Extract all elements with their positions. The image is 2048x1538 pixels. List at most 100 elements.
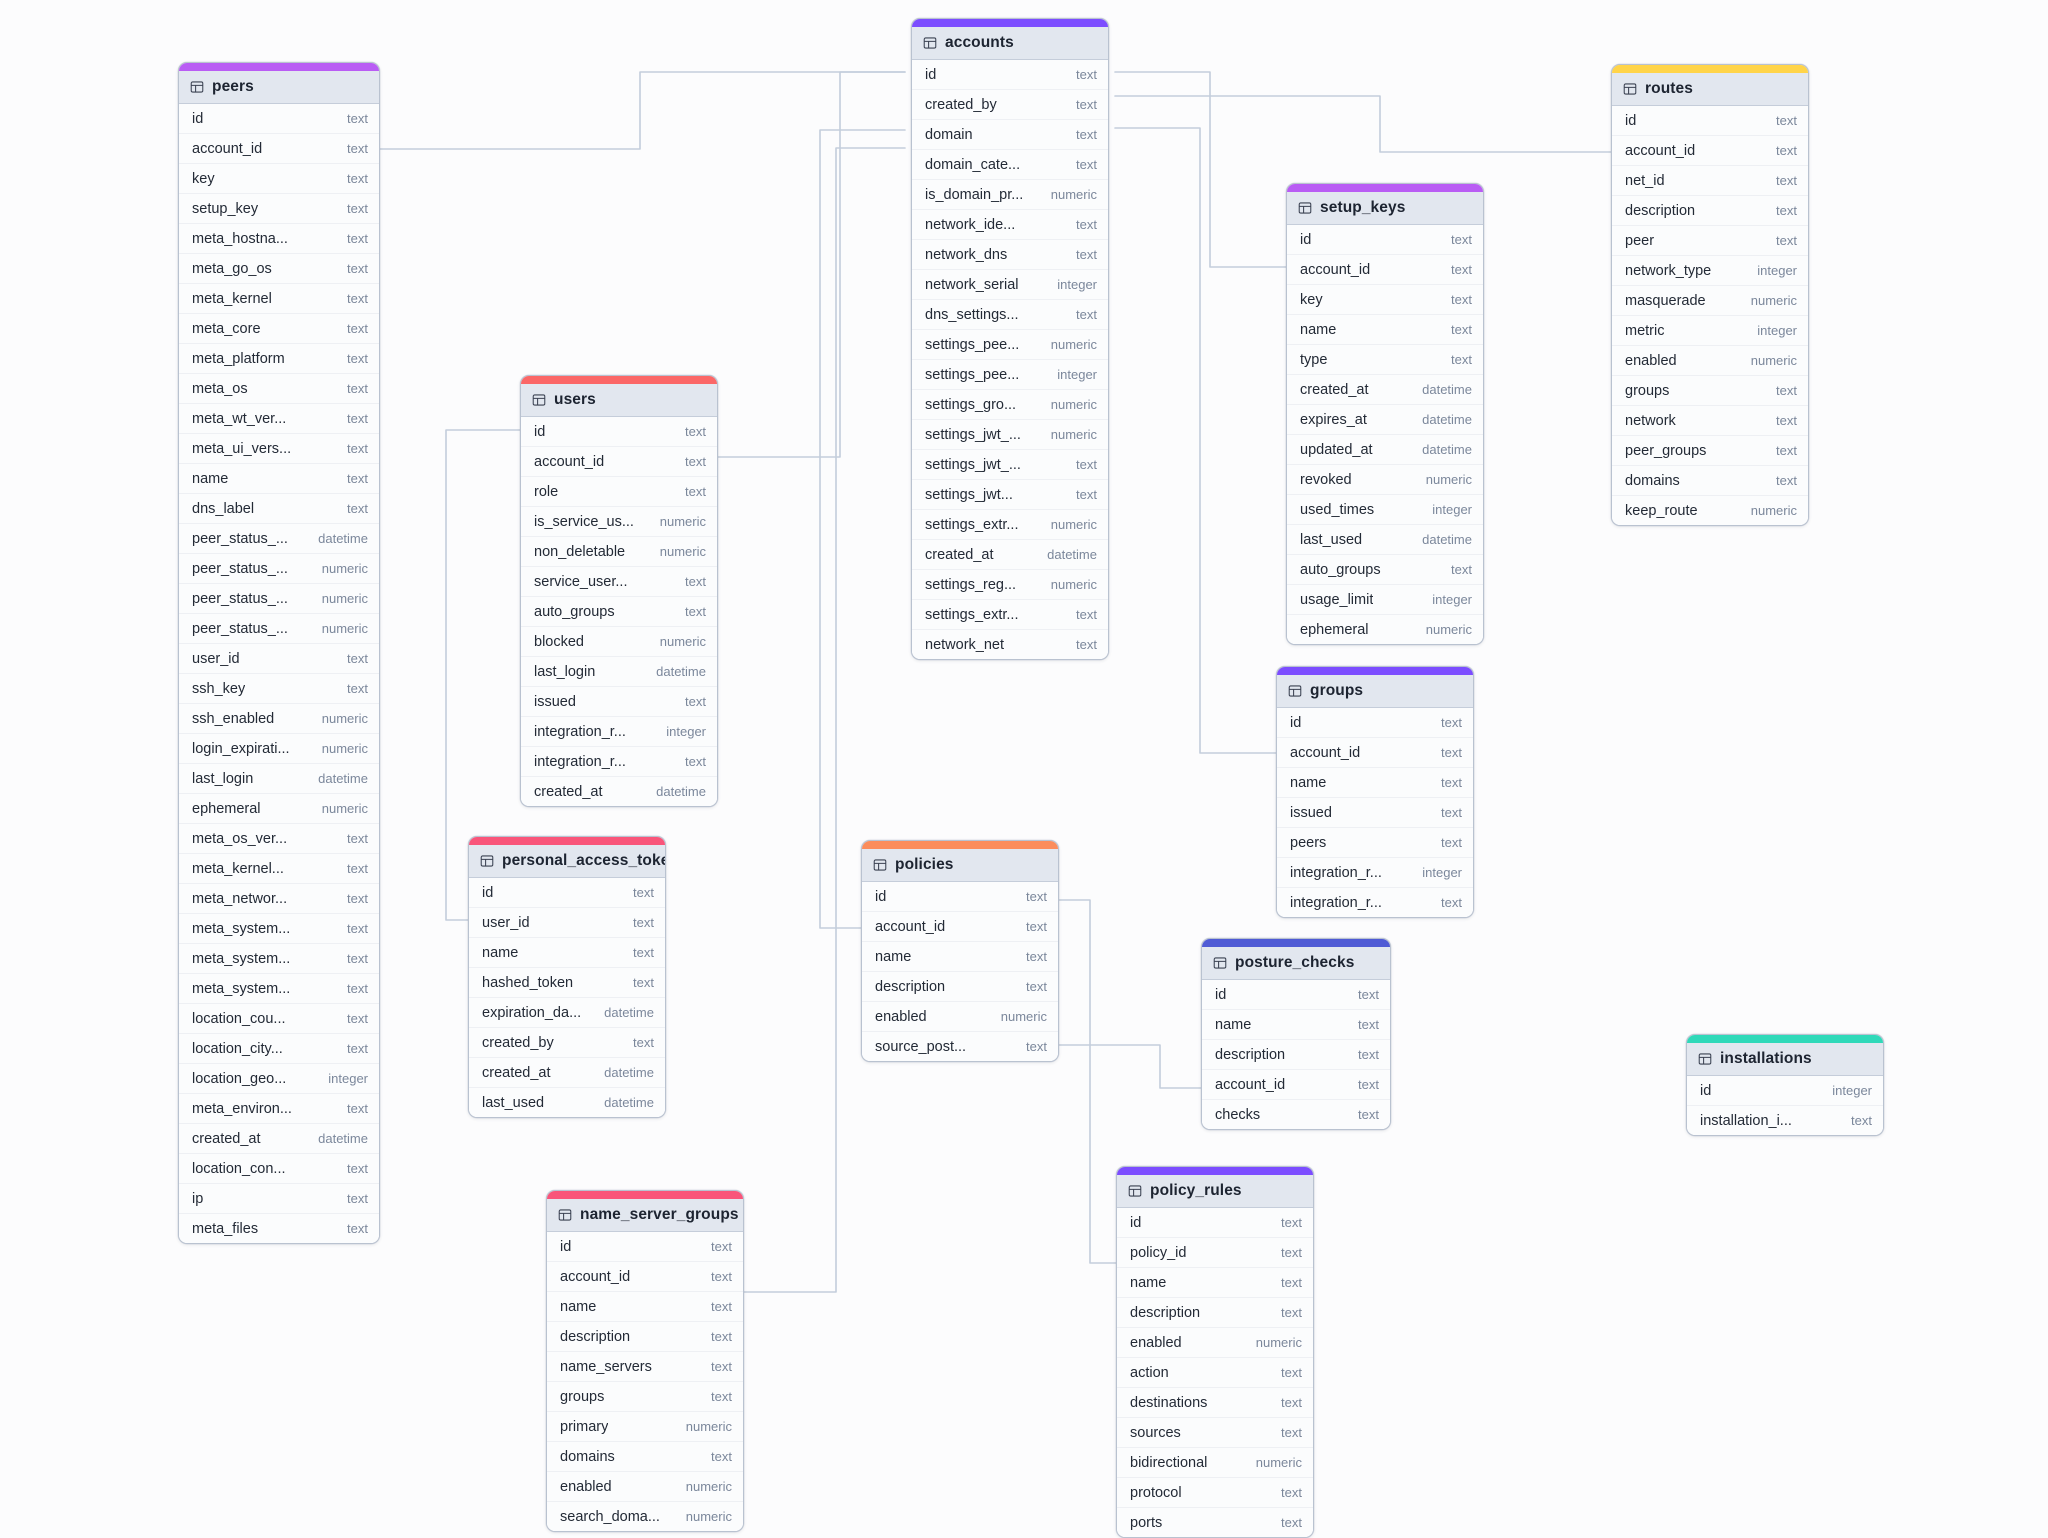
table-header[interactable]: groups bbox=[1277, 675, 1473, 708]
table-header[interactable]: policy_rules bbox=[1117, 1175, 1313, 1208]
table-row[interactable]: peer_status_...datetime bbox=[179, 524, 379, 554]
table-row[interactable]: peer_status_...numeric bbox=[179, 584, 379, 614]
table-row[interactable]: meta_environ...text bbox=[179, 1094, 379, 1124]
table-row[interactable]: meta_os_ver...text bbox=[179, 824, 379, 854]
table-row[interactable]: settings_jwt...text bbox=[912, 480, 1108, 510]
table-row[interactable]: meta_networ...text bbox=[179, 884, 379, 914]
table-row[interactable]: integration_r...integer bbox=[1277, 858, 1473, 888]
table-header[interactable]: accounts bbox=[912, 27, 1108, 60]
table-header[interactable]: installations bbox=[1687, 1043, 1883, 1076]
table-row[interactable]: meta_system...text bbox=[179, 944, 379, 974]
table-row[interactable]: settings_pee...numeric bbox=[912, 330, 1108, 360]
table-row[interactable]: meta_ui_vers...text bbox=[179, 434, 379, 464]
table-row[interactable]: integration_r...integer bbox=[521, 717, 717, 747]
table-row[interactable]: settings_jwt_...text bbox=[912, 450, 1108, 480]
table-row[interactable]: settings_extr...text bbox=[912, 600, 1108, 630]
table-row[interactable]: integration_r...text bbox=[1277, 888, 1473, 917]
table-header[interactable]: peers bbox=[179, 71, 379, 104]
table-row[interactable]: is_service_us...numeric bbox=[521, 507, 717, 537]
table-row[interactable]: settings_extr...numeric bbox=[912, 510, 1108, 540]
table-row[interactable]: location_con...text bbox=[179, 1154, 379, 1184]
table-row[interactable]: network_ide...text bbox=[912, 210, 1108, 240]
table-row[interactable]: expiration_da...datetime bbox=[469, 998, 665, 1028]
table-row[interactable]: location_geo...integer bbox=[179, 1064, 379, 1094]
table-header[interactable]: posture_checks bbox=[1202, 947, 1390, 980]
table-row[interactable]: meta_system...text bbox=[179, 974, 379, 1004]
table-header[interactable]: setup_keys bbox=[1287, 192, 1483, 225]
table-row[interactable]: integration_r...text bbox=[521, 747, 717, 777]
table-row[interactable]: settings_pee...integer bbox=[912, 360, 1108, 390]
table-header[interactable]: personal_access_tokens bbox=[469, 845, 665, 878]
table-row[interactable]: peer_status_...numeric bbox=[179, 554, 379, 584]
table-row[interactable]: settings_reg...numeric bbox=[912, 570, 1108, 600]
table-node-personal_access_tokens[interactable]: personal_access_tokensidtextuser_idtextn… bbox=[468, 836, 666, 1118]
